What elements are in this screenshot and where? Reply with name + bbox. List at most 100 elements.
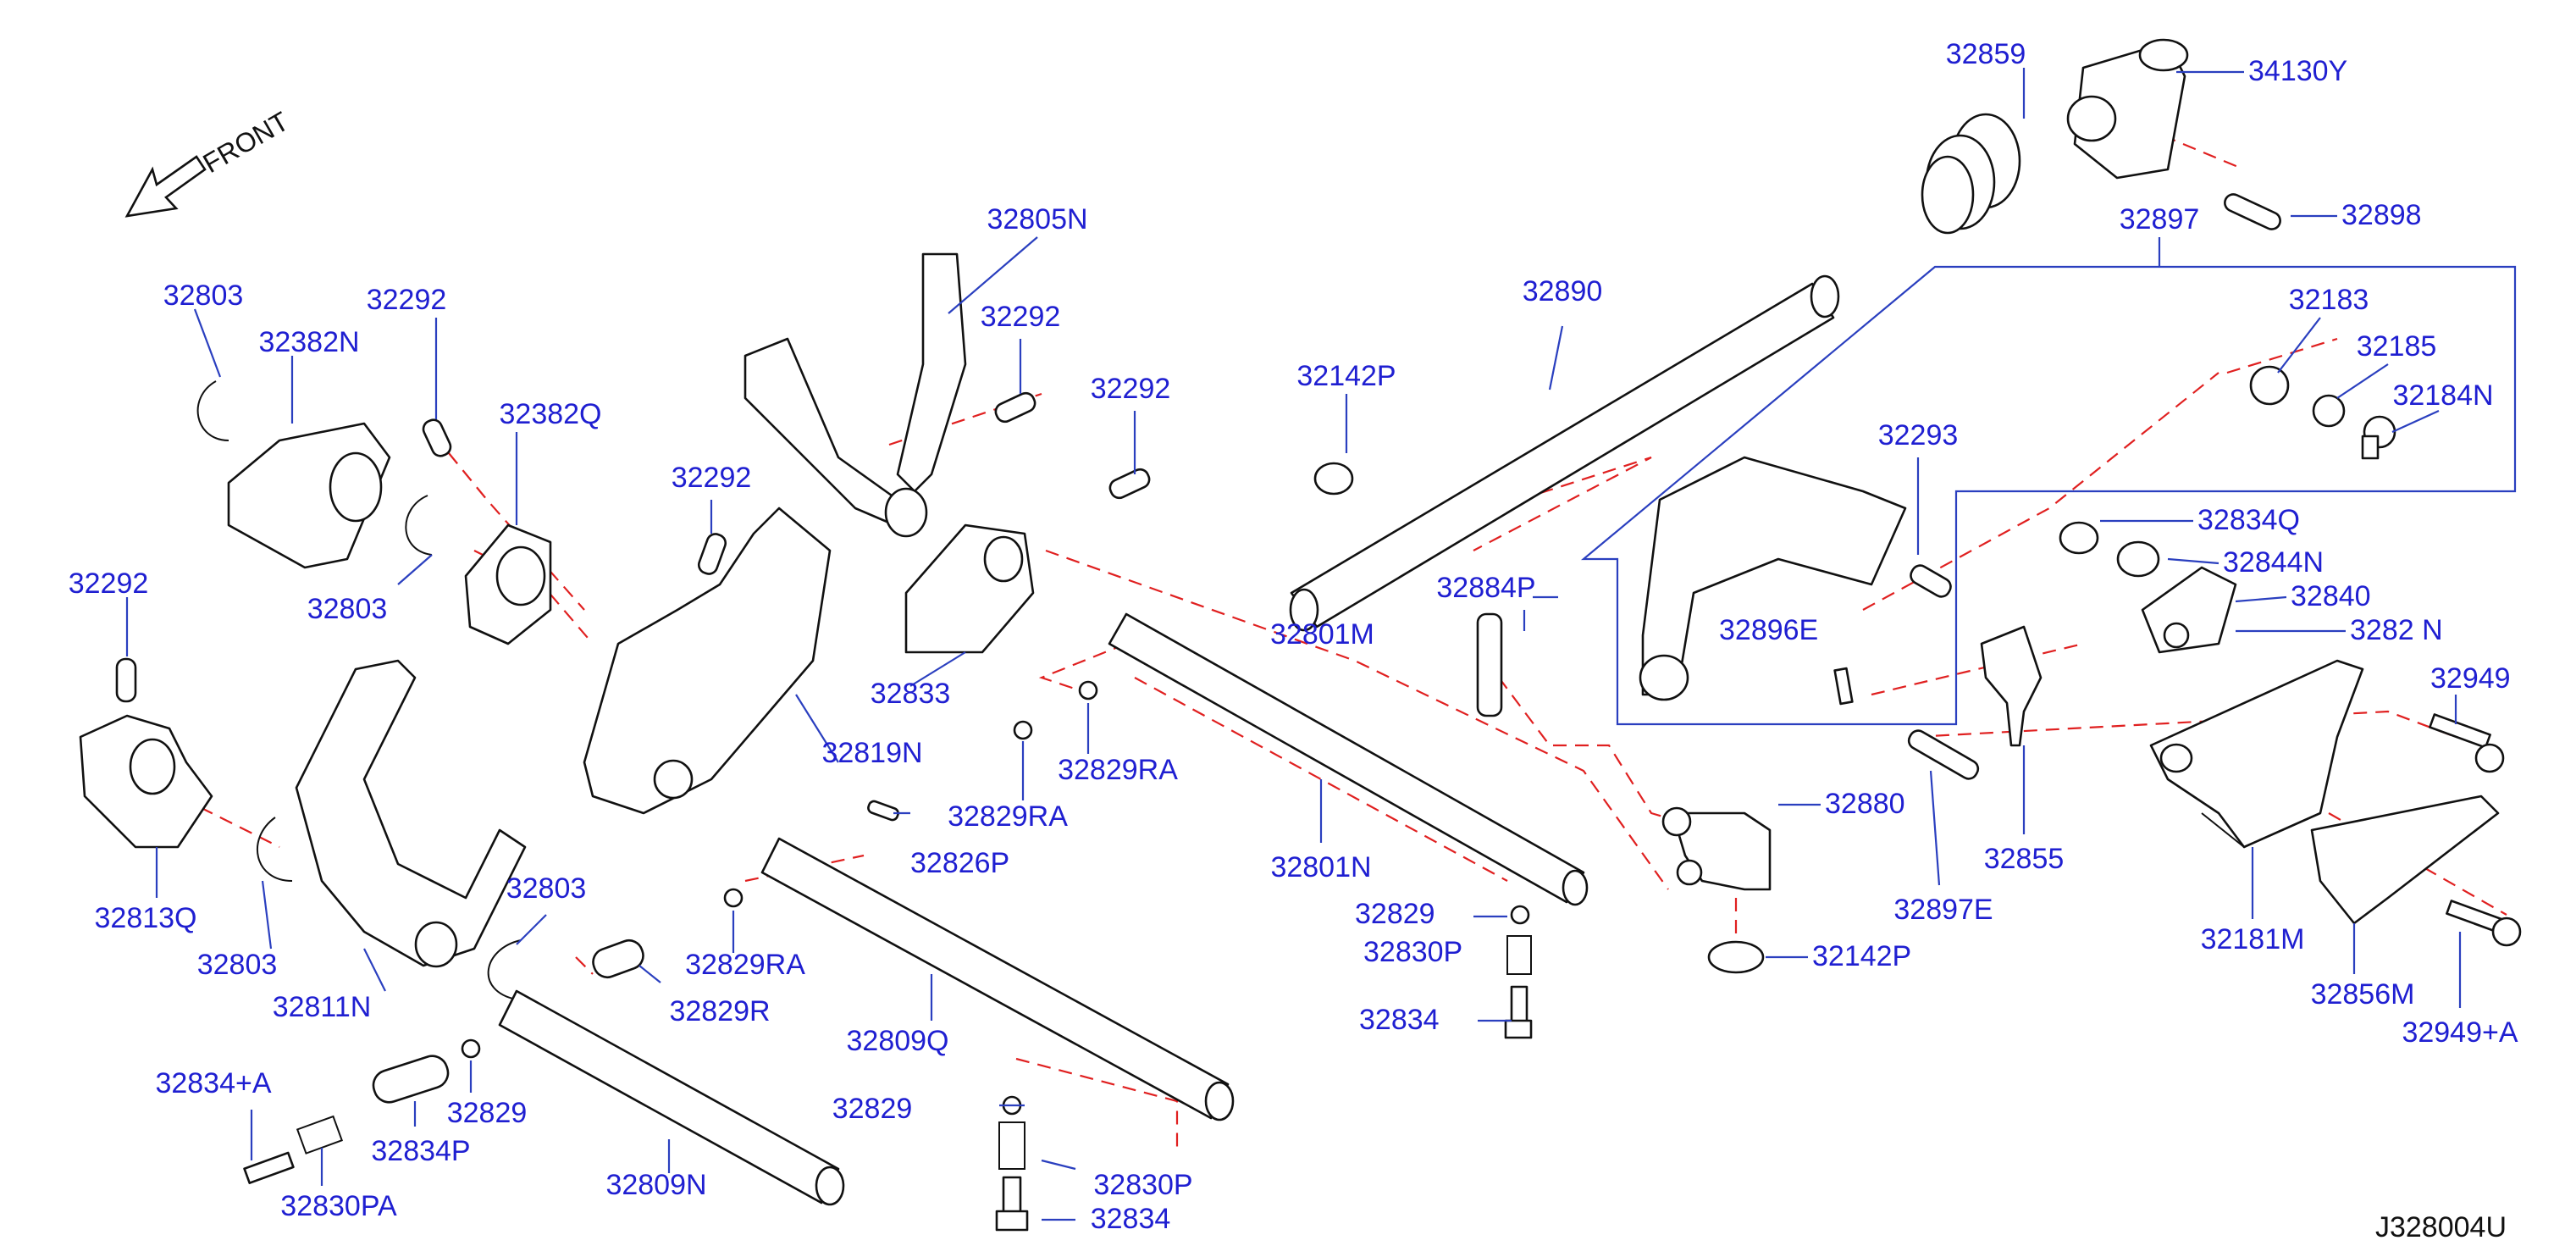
group-brackets (1580, 237, 2517, 726)
part-32805N (744, 252, 967, 538)
label-32805N[interactable]: 32805N (987, 203, 1087, 235)
part-32142P-top (1313, 462, 1354, 496)
label-32856M[interactable]: 32856M (2311, 978, 2415, 1011)
part-32809Q (760, 837, 1235, 1121)
part-32292-e (115, 657, 137, 703)
label-32801N[interactable]: 32801N (1270, 851, 1371, 883)
label-32829RA-c[interactable]: 32829RA (685, 949, 805, 981)
label-32813Q[interactable]: 32813Q (95, 902, 197, 934)
part-labels: 32859 34130Y 32898 32897 32183 32185 321… (69, 38, 2518, 1235)
label-32183[interactable]: 32183 (2289, 284, 2369, 316)
part-32830P-right (1506, 935, 1532, 975)
label-32801M[interactable]: 32801M (1270, 618, 1374, 651)
part-32382Q (464, 523, 552, 645)
label-32809N[interactable]: 32809N (605, 1169, 706, 1201)
part-32896E (1833, 667, 1854, 706)
label-32829RA-b[interactable]: 32829RA (948, 800, 1068, 833)
label-32185[interactable]: 32185 (2357, 330, 2437, 363)
label-32803-d[interactable]: 32803 (506, 872, 587, 905)
part-32829-right (1510, 905, 1530, 925)
label-32829R[interactable]: 32829R (669, 995, 770, 1027)
label-32292-d[interactable]: 32292 (672, 462, 752, 494)
label-32142P-bottom[interactable]: 32142P (1812, 940, 1911, 972)
part-32829RA-a (1078, 680, 1098, 700)
label-32830PA[interactable]: 32830PA (280, 1190, 397, 1222)
label-32840[interactable]: 32840 (2291, 580, 2371, 612)
part-32840 (2141, 566, 2237, 654)
part-32292-c (1108, 468, 1151, 500)
label-32884P[interactable]: 32884P (1436, 572, 1535, 604)
part-32949A (2446, 900, 2522, 947)
label-32292-a[interactable]: 32292 (367, 284, 447, 316)
part-32803-d (487, 939, 522, 1000)
label-32833[interactable]: 32833 (871, 678, 951, 710)
label-32844N[interactable]: 32844N (2223, 546, 2324, 579)
label-32803-a[interactable]: 32803 (163, 280, 244, 312)
part-32884P (1476, 612, 1503, 717)
part-32949 (2429, 713, 2505, 773)
label-32949[interactable]: 32949 (2430, 662, 2511, 695)
diagram-code: J328004U (2375, 1211, 2507, 1243)
part-32898 (2224, 193, 2281, 230)
leader-lines (125, 68, 2462, 1221)
label-32859[interactable]: 32859 (1946, 38, 2026, 70)
part-32813Q (79, 714, 213, 849)
label-32898[interactable]: 32898 (2341, 199, 2422, 231)
part-32833 (904, 523, 1035, 654)
label-32830P-right[interactable]: 32830P (1363, 936, 1462, 968)
front-arrow-icon (124, 155, 207, 218)
part-32829RA-b (1013, 720, 1033, 740)
part-32893-arm (1639, 456, 1907, 701)
label-32829-m[interactable]: 32829 (832, 1093, 913, 1125)
part-32890 (1289, 274, 1840, 632)
label-32880[interactable]: 32880 (1825, 788, 1905, 820)
part-32292-a (422, 418, 452, 457)
label-32803-c[interactable]: 32803 (197, 949, 278, 981)
label-32819N[interactable]: 32819N (821, 737, 922, 769)
label-32830P-m[interactable]: 32830P (1093, 1169, 1192, 1201)
label-32834Q[interactable]: 32834Q (2197, 504, 2300, 536)
label-32949A[interactable]: 32949+A (2402, 1016, 2518, 1049)
part-32834-m (995, 1176, 1029, 1232)
label-32181M[interactable]: 32181M (2201, 923, 2305, 955)
label-32382Q[interactable]: 32382Q (500, 398, 602, 430)
label-32809Q[interactable]: 32809Q (847, 1025, 949, 1057)
label-32834P[interactable]: 32834P (371, 1135, 470, 1167)
part-32834-right (1504, 985, 1533, 1039)
label-32811N[interactable]: 32811N (273, 991, 372, 1023)
label-32890[interactable]: 32890 (1523, 275, 1603, 307)
part-32834Q (2059, 521, 2099, 555)
label-32897E[interactable]: 32897E (1893, 894, 1993, 926)
part-34130Y (2066, 38, 2189, 180)
part-32829-l (461, 1038, 481, 1059)
label-32834-right[interactable]: 32834 (1359, 1004, 1440, 1036)
label-34130Y[interactable]: 34130Y (2248, 55, 2347, 87)
label-32897[interactable]: 32897 (2120, 203, 2200, 235)
label-32834-m[interactable]: 32834 (1091, 1203, 1171, 1235)
label-3282N[interactable]: 3282 N (2350, 614, 2443, 646)
part-32844N (2116, 540, 2160, 578)
label-32292-e[interactable]: 32292 (69, 568, 149, 600)
label-32834A[interactable]: 32834+A (155, 1067, 271, 1099)
label-32829-right[interactable]: 32829 (1355, 898, 1435, 930)
part-32801N (1108, 612, 1589, 906)
part-32856M (2310, 795, 2500, 925)
label-32184N[interactable]: 32184N (2392, 379, 2493, 412)
label-32829RA-a[interactable]: 32829RA (1058, 754, 1178, 786)
part-32293 (1910, 564, 1952, 598)
label-32896E[interactable]: 32896E (1719, 614, 1818, 646)
label-32803-b[interactable]: 32803 (307, 593, 388, 625)
label-32293[interactable]: 32293 (1878, 419, 1959, 451)
label-32855[interactable]: 32855 (1984, 843, 2065, 875)
label-32292-b[interactable]: 32292 (981, 301, 1061, 333)
label-32142P-top[interactable]: 32142P (1296, 360, 1396, 392)
part-32185 (2312, 394, 2346, 428)
part-32142P-bottom (1707, 940, 1765, 974)
label-32829-l[interactable]: 32829 (447, 1097, 528, 1129)
part-32803-b (405, 495, 433, 556)
label-32826P[interactable]: 32826P (910, 847, 1009, 879)
label-32292-c[interactable]: 32292 (1091, 373, 1171, 405)
label-32382N[interactable]: 32382N (258, 326, 359, 358)
part-32811N (295, 659, 527, 968)
